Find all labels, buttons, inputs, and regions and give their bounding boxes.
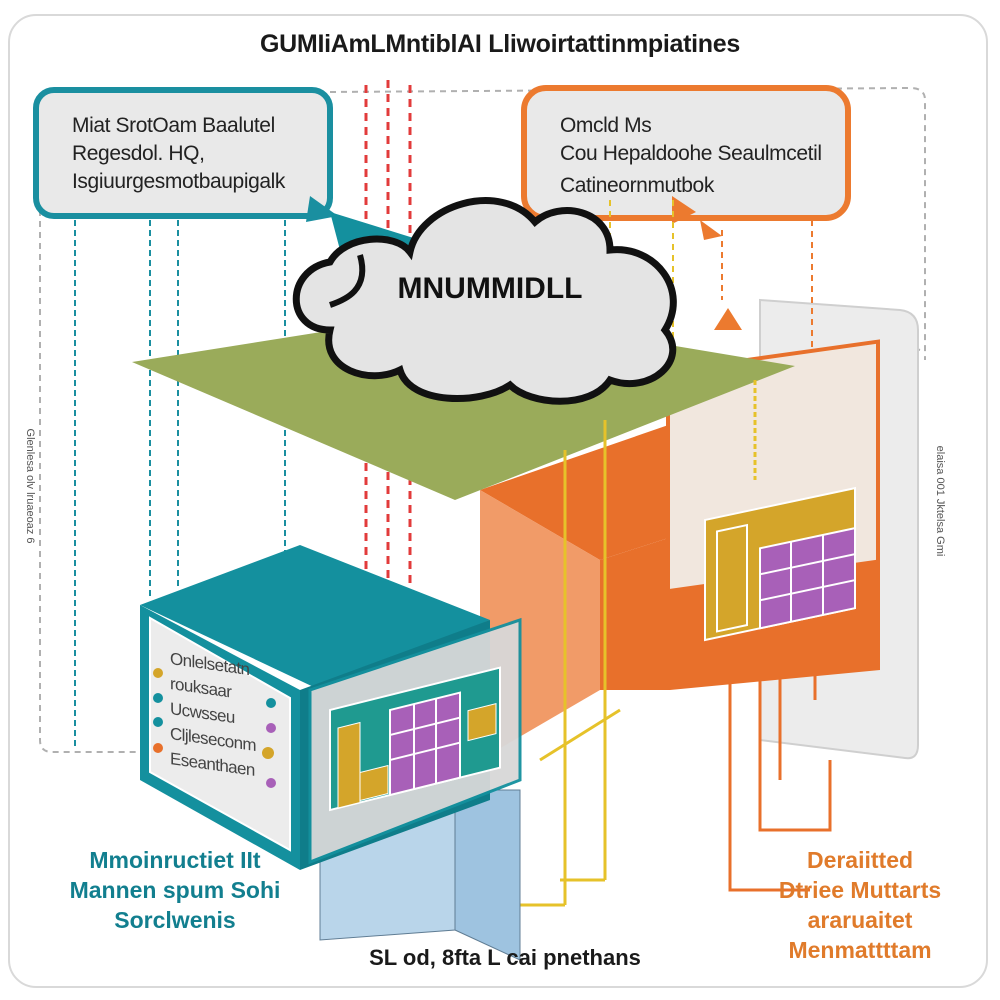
left-caption: Mmoinructiet IIt Mannen spum Sohi Sorclw…: [40, 845, 310, 935]
right-caption-line: araruaitet: [807, 907, 913, 933]
bottom-caption: SL od, 8fta L cai pnethans: [369, 945, 641, 970]
legend-dot-teal: [153, 717, 163, 727]
legend-dot-purple: [266, 778, 276, 788]
teal-arrow-icon: [306, 196, 338, 222]
top-left-box-outline: [33, 87, 333, 219]
left-caption-line: Mannen spum Sohi: [69, 877, 281, 903]
orange-output-line: [728, 670, 810, 892]
right-side-label: elaisa 001 Jktelsa Gmi: [934, 445, 946, 557]
grid-line: [390, 741, 460, 762]
top-left-box-line: Miat SrotOam Baalutel: [72, 114, 275, 137]
right-caption-line: Dtriee Muttarts: [778, 877, 942, 903]
orange-arrow-icon: [672, 196, 696, 224]
left-server-module: [329, 666, 501, 812]
grid-line: [390, 716, 460, 737]
blue-block: [454, 789, 521, 961]
legend-dot-teal: [153, 693, 163, 703]
left-caption-line: Sorclwenis: [114, 907, 236, 933]
cloud-label: MNUMMIDLL: [397, 272, 583, 305]
top-left-box-text: Miat SrotOam Baalutel Regesdol. HQ, Isgi…: [72, 112, 285, 196]
left-server-legend: Onlelsetatn rouksaar Ucwsseu Cljleseconm…: [170, 646, 256, 783]
right-server-module: [704, 486, 856, 642]
gold-module-block: [359, 764, 389, 802]
top-left-box-line: Regesdol. HQ,: [72, 142, 205, 165]
purple-grid-block: [759, 526, 856, 630]
legend-dot-gold: [153, 668, 163, 678]
orange-arrow-icon: [700, 220, 722, 240]
left-caption-line: Mmoinructiet IIt: [89, 847, 261, 873]
top-right-box-line: Omcld Ms: [560, 114, 652, 137]
legend-dot-orange: [153, 743, 163, 753]
grid-line: [760, 553, 855, 576]
left-side-label: Glenlesa olv lruaeoaz 6: [24, 428, 36, 544]
top-right-box-line: Cou Hepaldoohe Seaulmcetil: [560, 142, 822, 165]
gold-module-block: [337, 721, 361, 809]
legend-dot-teal: [266, 698, 276, 708]
orange-output-line: [758, 665, 832, 832]
right-caption-line: Menmattttam: [788, 937, 932, 963]
top-right-box-outline: [521, 85, 851, 221]
right-caption: Deraiitted Dtriee Muttarts araruaitet Me…: [730, 845, 990, 965]
gold-slot: [716, 523, 748, 633]
yellow-connector: [539, 708, 621, 882]
teal-server-label-panel: [149, 616, 291, 852]
top-right-box-line: Catineornmutbok: [560, 174, 714, 197]
top-left-box-line: Isgiuurgesmotbaupigalk: [72, 170, 286, 193]
legend-dot-gold: [262, 747, 274, 759]
top-right-box-text: Omcld Ms Cou Hepaldoohe Seaulmcetil Cati…: [560, 112, 822, 200]
grid-line: [760, 579, 855, 602]
right-caption-line: Deraiitted: [806, 847, 914, 873]
legend-dot-purple: [266, 723, 276, 733]
diagram-title: GUMIiAmLMntiblAI Lliwoirtattinmpiatines: [260, 30, 740, 58]
left-dashed-connector: [39, 210, 320, 753]
gold-module-block: [467, 702, 497, 742]
cloud-icon: [292, 197, 677, 405]
purple-grid-block: [389, 691, 461, 797]
orange-arrow-up-icon: [714, 308, 742, 330]
